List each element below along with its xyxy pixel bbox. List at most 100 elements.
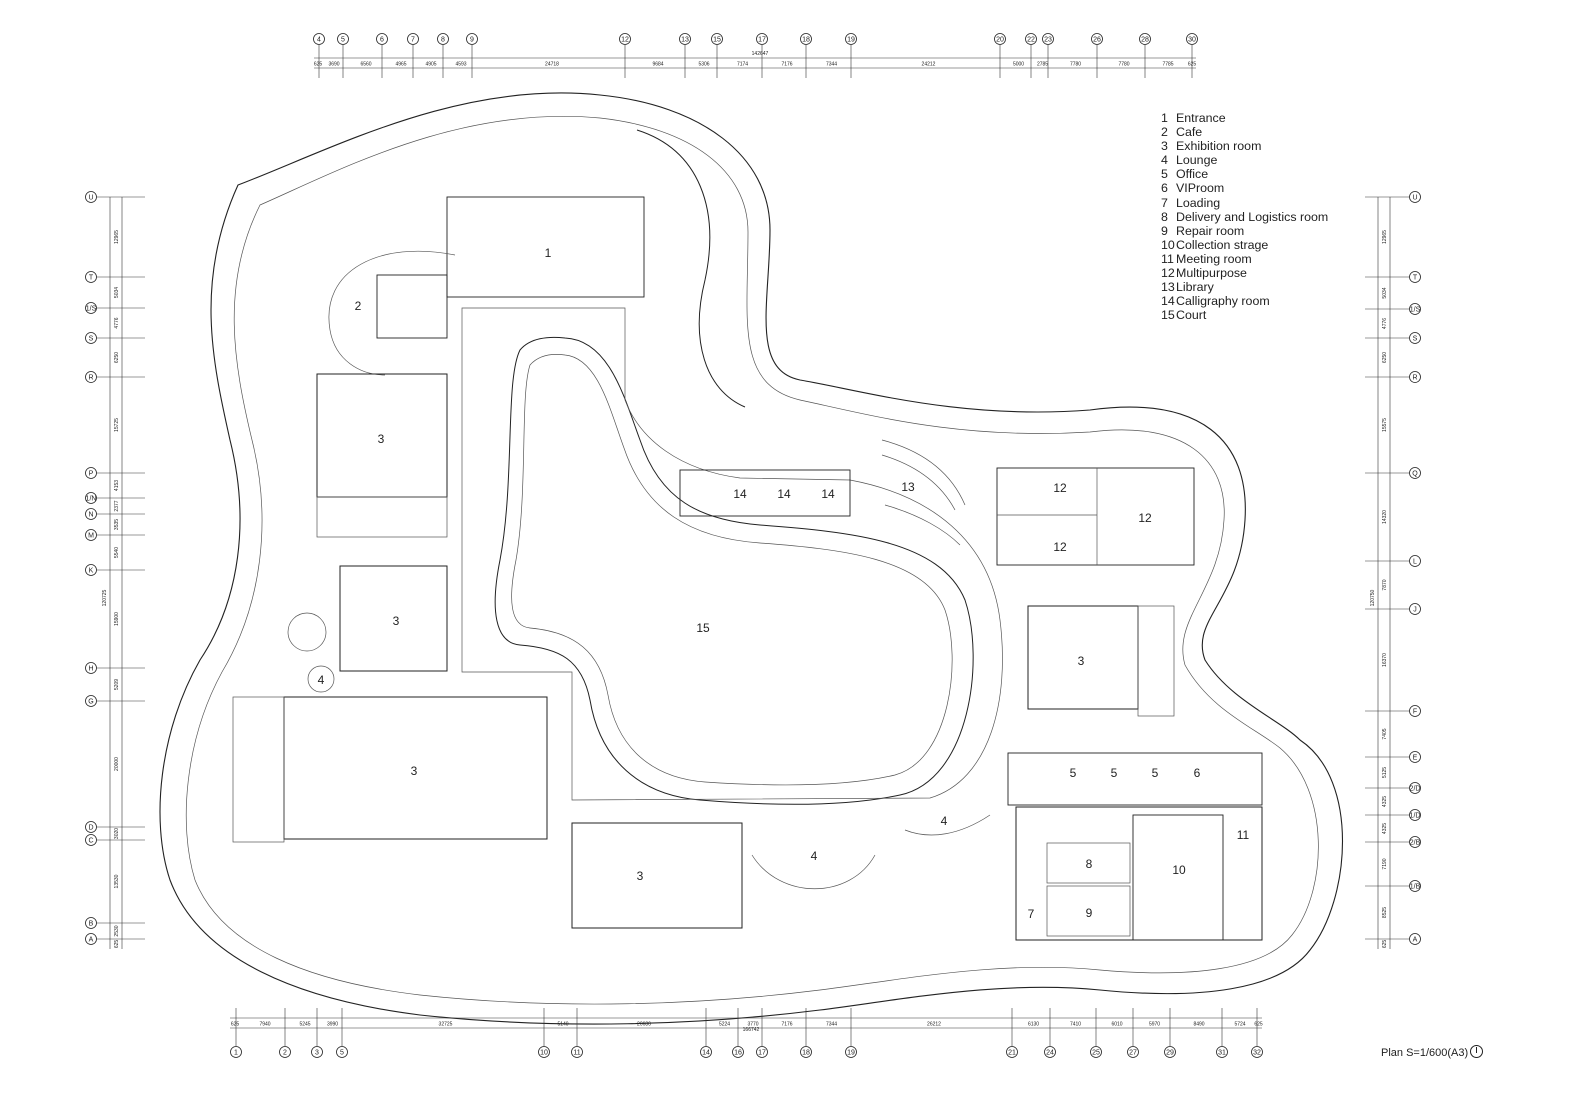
library-shelf-arc-3 — [884, 504, 961, 546]
exhibition-room-b — [339, 565, 448, 672]
legend-label: Collection strage — [1176, 237, 1269, 252]
grid-bubble-icon — [407, 33, 419, 45]
grid-bubble-icon — [679, 33, 691, 45]
grid-bubble-icon — [1409, 705, 1421, 717]
grid-bubble-icon — [1409, 467, 1421, 479]
grid-bubble-icon — [85, 271, 97, 283]
dimension-value: 5034 — [1382, 287, 1388, 298]
grid-bubble-icon — [230, 1046, 242, 1058]
dimension-value: 14320 — [1382, 510, 1388, 524]
legend-item: 14Calligraphy room — [1161, 294, 1328, 308]
grid-bubble-icon — [1186, 33, 1198, 45]
room-label: 14 — [777, 487, 791, 501]
room-label: 1 — [545, 246, 552, 260]
dimension-value: 15900 — [114, 612, 120, 626]
grid-label: H — [88, 665, 93, 672]
legend-number: 7 — [1161, 195, 1168, 210]
dimension-value: 12965 — [1382, 230, 1388, 244]
grid-label: 2/B — [1410, 839, 1421, 846]
legend-number: 5 — [1161, 167, 1168, 182]
room-label: 3 — [411, 764, 418, 778]
dimension-value: 5224 — [719, 1022, 730, 1028]
grid-label: U — [1412, 194, 1417, 201]
dimension-value: 7870 — [1382, 579, 1388, 590]
dimension-value: 3770 — [747, 1022, 758, 1028]
grid-label: 28 — [1141, 36, 1149, 43]
room-label: 5 — [1152, 766, 1159, 780]
room-label: 6 — [1194, 766, 1201, 780]
grid-bubble-icon — [756, 1046, 768, 1058]
dimension-value: 24212 — [922, 62, 936, 68]
dimension-value: 7410 — [1070, 1022, 1081, 1028]
room-label: 7 — [1028, 907, 1035, 921]
grid-bubble-icon — [1139, 33, 1151, 45]
dimension-value: 2530 — [114, 925, 120, 936]
grid-label: 25 — [1092, 1049, 1100, 1056]
dimension-value: 6130 — [1028, 1022, 1039, 1028]
grid-label: 29 — [1166, 1049, 1174, 1056]
grid-label: 1/D — [1410, 812, 1421, 819]
collection-storage — [1132, 814, 1224, 941]
grid-bubble-icon — [1091, 33, 1103, 45]
grid-bubble-icon — [279, 1046, 291, 1058]
grid-label: 12 — [621, 36, 629, 43]
grid-bubble-icon — [1409, 782, 1421, 794]
library-shelf-arc-1 — [881, 439, 966, 506]
inner-walkway-line — [185, 115, 1319, 1005]
grid-bubble-icon — [1409, 555, 1421, 567]
grid-bubble-icon — [1216, 1046, 1228, 1058]
lounge-circle-small — [307, 665, 335, 693]
room-label: 14 — [821, 487, 835, 501]
room-label: 12 — [1138, 511, 1152, 525]
grid-bubble-icon — [1409, 880, 1421, 892]
grid-bubble-icon — [994, 33, 1006, 45]
dimension-value: 6250 — [1382, 352, 1388, 363]
grid-bubble-icon — [1127, 1046, 1139, 1058]
grid-bubble-icon — [571, 1046, 583, 1058]
grid-bubble-icon — [1409, 836, 1421, 848]
grid-label: 21 — [1008, 1049, 1016, 1056]
grid-label: 31 — [1218, 1049, 1226, 1056]
legend-number: 4 — [1161, 153, 1168, 168]
grid-bubble-icon — [85, 191, 97, 203]
north-arrow-icon — [1470, 1045, 1484, 1058]
grid-label: 10 — [540, 1049, 548, 1056]
grid-bubble-icon — [1409, 751, 1421, 763]
office-block — [1007, 752, 1263, 806]
room-label: 4 — [811, 849, 818, 863]
curved-wall-north — [636, 129, 746, 408]
grid-label: 19 — [847, 1049, 855, 1056]
grid-label: 1/N — [86, 495, 97, 502]
legend-label: Office — [1176, 167, 1209, 182]
lounge-circle — [287, 612, 327, 652]
dimension-value: 7174 — [737, 62, 748, 68]
room-label: 3 — [393, 614, 400, 628]
legend-number: 1 — [1161, 111, 1168, 125]
dimension-total: 120725 — [102, 589, 108, 606]
grid-label: A — [89, 936, 94, 943]
legend-label: Entrance — [1176, 111, 1226, 125]
grid-bubble-icon — [1042, 33, 1054, 45]
grid-label: 32 — [1253, 1049, 1261, 1056]
grid-bubble-icon — [845, 1046, 857, 1058]
room-label: 3 — [1078, 654, 1085, 668]
grid-label: 30 — [1188, 36, 1196, 43]
legend-label: Court — [1176, 308, 1207, 323]
grid-bubble-icon — [85, 332, 97, 344]
grid-label: 7 — [411, 36, 415, 43]
grid-label: R — [88, 374, 93, 381]
dimension-value: 32725 — [439, 1022, 453, 1028]
calligraphy-block — [679, 469, 851, 517]
dimension-value: 5209 — [114, 679, 120, 690]
grid-label: M — [88, 532, 94, 539]
legend-number: 15 — [1161, 308, 1175, 323]
dimension-value: 5000 — [1013, 62, 1024, 68]
grid-bubble-icon — [85, 564, 97, 576]
room-label: 11 — [1237, 828, 1250, 842]
grid-bubble-icon — [711, 33, 723, 45]
multipurpose-block — [996, 467, 1195, 566]
grid-label: 2 — [283, 1049, 287, 1056]
